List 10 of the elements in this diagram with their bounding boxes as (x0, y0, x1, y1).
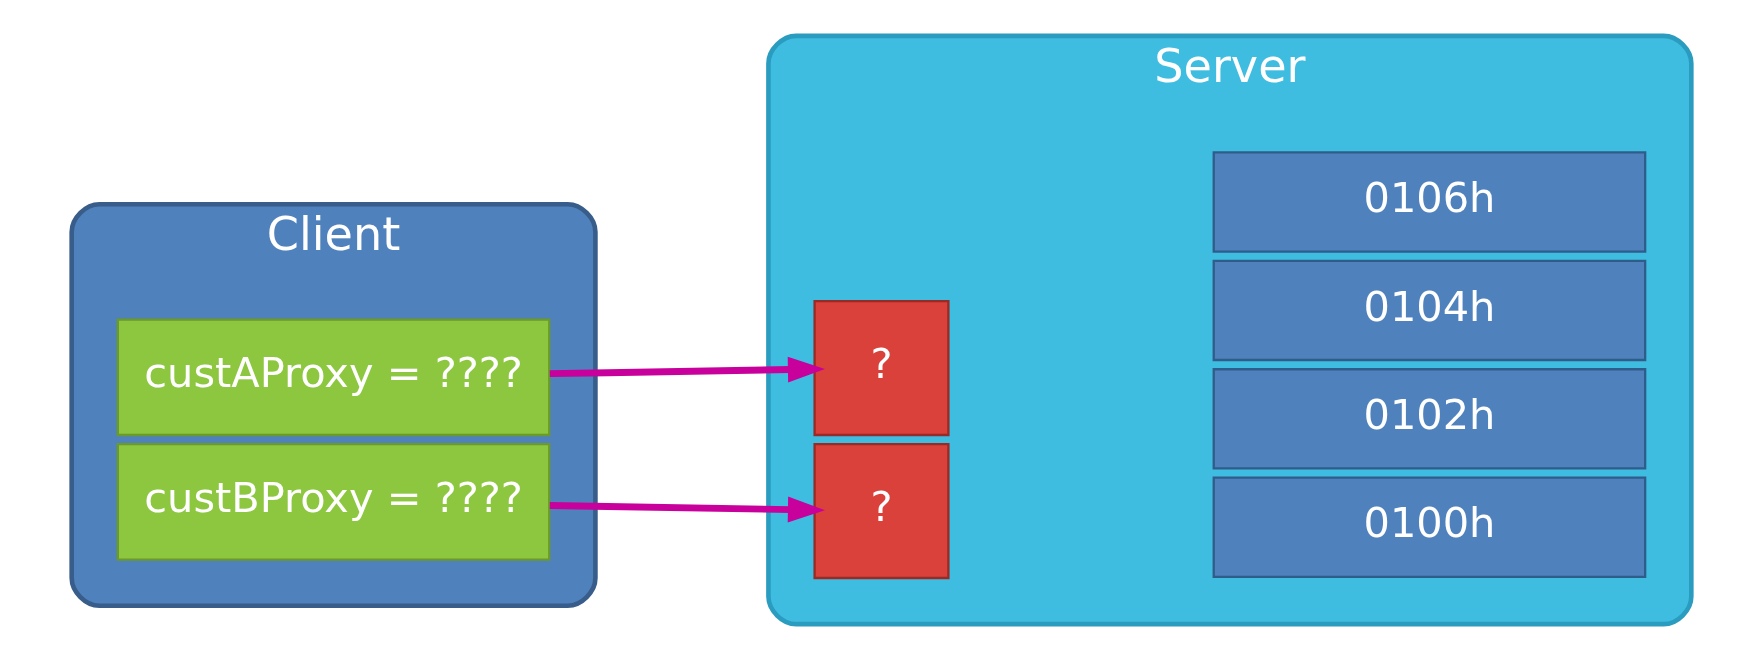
node-box: 0100h (1212, 476, 1646, 579)
node-box: 0104h (1212, 259, 1646, 362)
arrow (549, 496, 825, 523)
node-box: ? (812, 300, 950, 437)
node-box: 0102h (1212, 368, 1646, 470)
node-box: 0106h (1212, 151, 1646, 253)
arrow (549, 356, 825, 383)
node-box: custAProxy = ???? (116, 318, 550, 437)
node-box: ? (812, 443, 950, 580)
node-box: custBProxy = ???? (116, 443, 550, 561)
